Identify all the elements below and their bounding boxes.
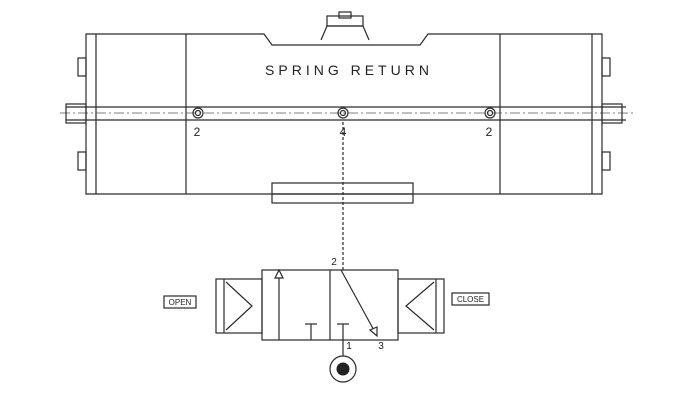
solenoid-left-symbol [225,281,253,331]
port-label-right: 2 [486,125,493,139]
valve-port-2: 2 [331,257,337,268]
indicator-knob [338,11,352,19]
close-button-label: CLOSE [457,295,484,304]
port-screw-right [484,107,496,119]
solenoid-valve: 2 1 3 [215,257,445,383]
valve-port-3: 3 [378,341,384,352]
indicator-mount [320,25,370,41]
bolt-bottom-left [77,151,87,171]
port-screw-center [337,107,349,119]
solenoid-right [397,278,445,334]
flow-arrow-diagonal [340,269,377,335]
bolt-top-left [77,57,87,77]
actuator-title: SPRING RETURN [265,62,433,78]
close-button[interactable]: CLOSE [451,292,490,306]
shaft-end-left [65,103,87,124]
solenoid-left [215,278,263,334]
actuator: SPRING RETURN 2 4 2 [60,11,634,204]
port-label-left: 2 [194,125,201,139]
bolt-bottom-right [601,151,611,171]
open-button-label: OPEN [169,298,192,307]
air-supply-dot [336,362,350,376]
shaft-end-right [601,103,623,124]
actuator-housing [85,33,603,195]
port-screw-left [192,107,204,119]
solenoid-right-symbol [405,281,435,331]
valve-port-1: 1 [346,341,352,352]
air-supply-source [329,355,357,383]
bolt-top-right [601,57,611,77]
open-button[interactable]: OPEN [163,295,197,309]
